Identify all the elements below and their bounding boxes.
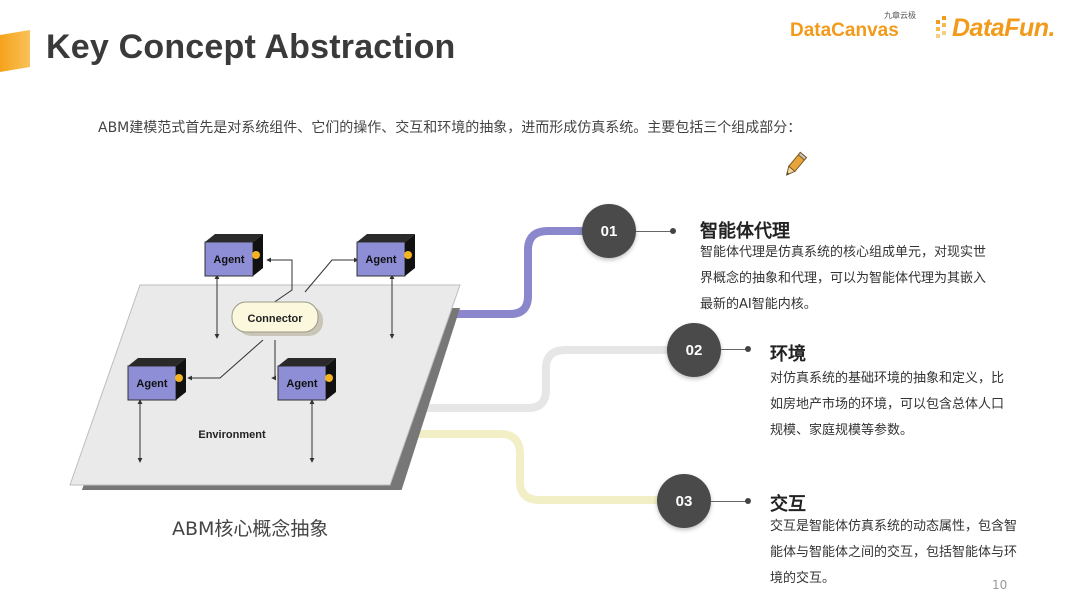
item-number-circle: 03 (657, 474, 711, 528)
item-leader-line (636, 231, 674, 232)
item-description-line: 境的交互。 (770, 566, 1017, 592)
item-description-line: 交互是智能体仿真系统的动态属性，包含智 (770, 514, 1017, 540)
item-description: 智能体代理是仿真系统的核心组成单元，对现实世 界概念的抽象和代理，可以为智能体代… (700, 240, 986, 318)
item-description: 交互是智能体仿真系统的动态属性，包含智 能体与智能体之间的交互，包括智能体与环 … (770, 514, 1017, 592)
item-description-line: 规模、家庭规模等参数。 (770, 418, 1004, 444)
environment-label: Environment (198, 429, 266, 441)
item-bullet-dot (745, 498, 751, 504)
connector-label: Connector (248, 313, 304, 325)
agent-node-3: Agent (128, 358, 186, 400)
item-description-line: 对仿真系统的基础环境的抽象和定义，比 (770, 366, 1004, 392)
item-description-line: 智能体代理是仿真系统的核心组成单元，对现实世 (700, 240, 986, 266)
item-description-line: 界概念的抽象和代理，可以为智能体代理为其嵌入 (700, 266, 986, 292)
abm-diagram: Connector Agent Agent Agent Agent Enviro… (60, 230, 480, 490)
item-description-line: 能体与智能体之间的交互，包括智能体与环 (770, 540, 1017, 566)
item-description-line: 如房地产市场的环境，可以包含总体人口 (770, 392, 1004, 418)
agent-node-4: Agent (278, 358, 336, 400)
item-bullet-dot (745, 346, 751, 352)
agent-node-1: Agent (205, 234, 263, 276)
item-title: 交互 (770, 490, 806, 516)
diagram-caption: ABM核心概念抽象 (172, 514, 328, 541)
agent-label: Agent (365, 254, 397, 266)
agent-label: Agent (136, 378, 168, 390)
page-number: 10 (992, 578, 1007, 592)
item-description-line: 最新的AI智能内核。 (700, 292, 986, 318)
item-bullet-dot (670, 228, 676, 234)
item-description: 对仿真系统的基础环境的抽象和定义，比 如房地产市场的环境，可以包含总体人口 规模… (770, 366, 1004, 444)
agent-label: Agent (213, 254, 245, 266)
agent-label: Agent (286, 378, 318, 390)
agent-node-2: Agent (357, 234, 415, 276)
item-leader-line (711, 501, 749, 502)
item-title: 环境 (770, 340, 806, 366)
item-number-circle: 01 (582, 204, 636, 258)
item-number-circle: 02 (667, 323, 721, 377)
